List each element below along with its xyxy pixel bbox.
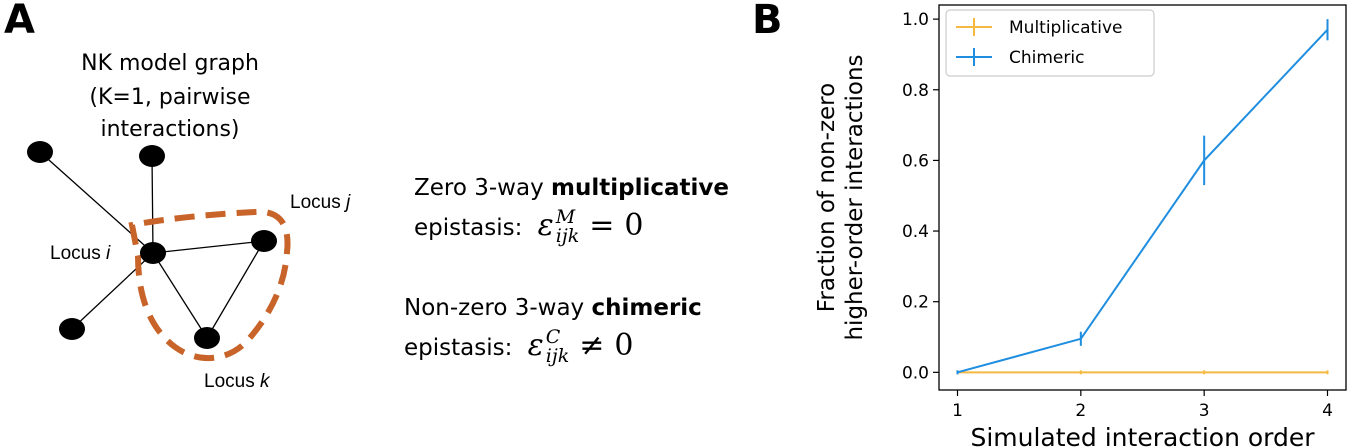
locus-i-label: Locus i xyxy=(50,243,111,264)
x-tick-label: 3 xyxy=(1199,401,1210,421)
series-line-chimeric xyxy=(957,29,1329,374)
data-point-multiplicative xyxy=(1080,371,1082,374)
legend-box xyxy=(945,9,1155,77)
y-tick-label: 0.2 xyxy=(902,293,929,313)
panel-a-label: A xyxy=(4,0,35,43)
y-tick-label: 0.0 xyxy=(902,363,929,383)
x-tick-label: 4 xyxy=(1322,401,1333,421)
nk-model-graph: Locus i Locus j Locus k xyxy=(27,141,351,392)
node-locus-j xyxy=(251,230,277,252)
data-point-multiplicative xyxy=(1203,371,1205,374)
legend-label-chimeric: Chimeric xyxy=(1009,48,1084,68)
y-axis-label-line1: Fraction of non-zero xyxy=(814,83,840,312)
panel-b-label: B xyxy=(752,0,783,43)
data-point-chimeric xyxy=(1080,337,1082,340)
edge-i-k xyxy=(152,252,208,339)
data-point-multiplicative xyxy=(1326,371,1329,374)
locus-k-label: Locus k xyxy=(204,371,271,392)
data-point-chimeric xyxy=(1326,28,1329,31)
node-locus-i xyxy=(140,242,166,264)
y-axis-label-line2: higher-order interactions xyxy=(842,54,868,340)
node-5 xyxy=(59,318,85,340)
y-tick-label: 0.6 xyxy=(902,151,929,171)
y-tick-label: 1.0 xyxy=(902,10,929,30)
node-2 xyxy=(139,145,165,167)
plot-frame xyxy=(938,4,1347,391)
edge-i-j xyxy=(152,240,265,254)
data-point-chimeric xyxy=(1203,159,1205,162)
edge-j-k xyxy=(206,240,265,339)
y-tick-label: 0.4 xyxy=(902,222,929,242)
x-tick-label: 2 xyxy=(1075,401,1086,421)
statement-chimeric-line1: Non-zero 3-way chimeric xyxy=(404,295,702,321)
x-tick-label: 1 xyxy=(952,401,963,421)
statement-multiplicative-line1: Zero 3-way multiplicative xyxy=(414,175,729,201)
graph-title-line2: (K=1, pairwise interactions) xyxy=(89,85,251,142)
legend-label-multiplicative: Multiplicative xyxy=(1009,18,1122,38)
graph-title-line1: NK model graph xyxy=(81,51,259,76)
data-point-chimeric xyxy=(956,371,959,374)
locus-j-label: Locus j xyxy=(290,192,351,213)
edge-2-i xyxy=(151,155,154,254)
x-axis-label: Simulated interaction order xyxy=(970,423,1315,448)
node-locus-k xyxy=(194,327,220,349)
node-1 xyxy=(27,141,53,163)
highlight-dashed-loop xyxy=(128,208,291,362)
graph-nodes xyxy=(27,141,277,349)
y-tick-label: 0.8 xyxy=(902,81,929,101)
